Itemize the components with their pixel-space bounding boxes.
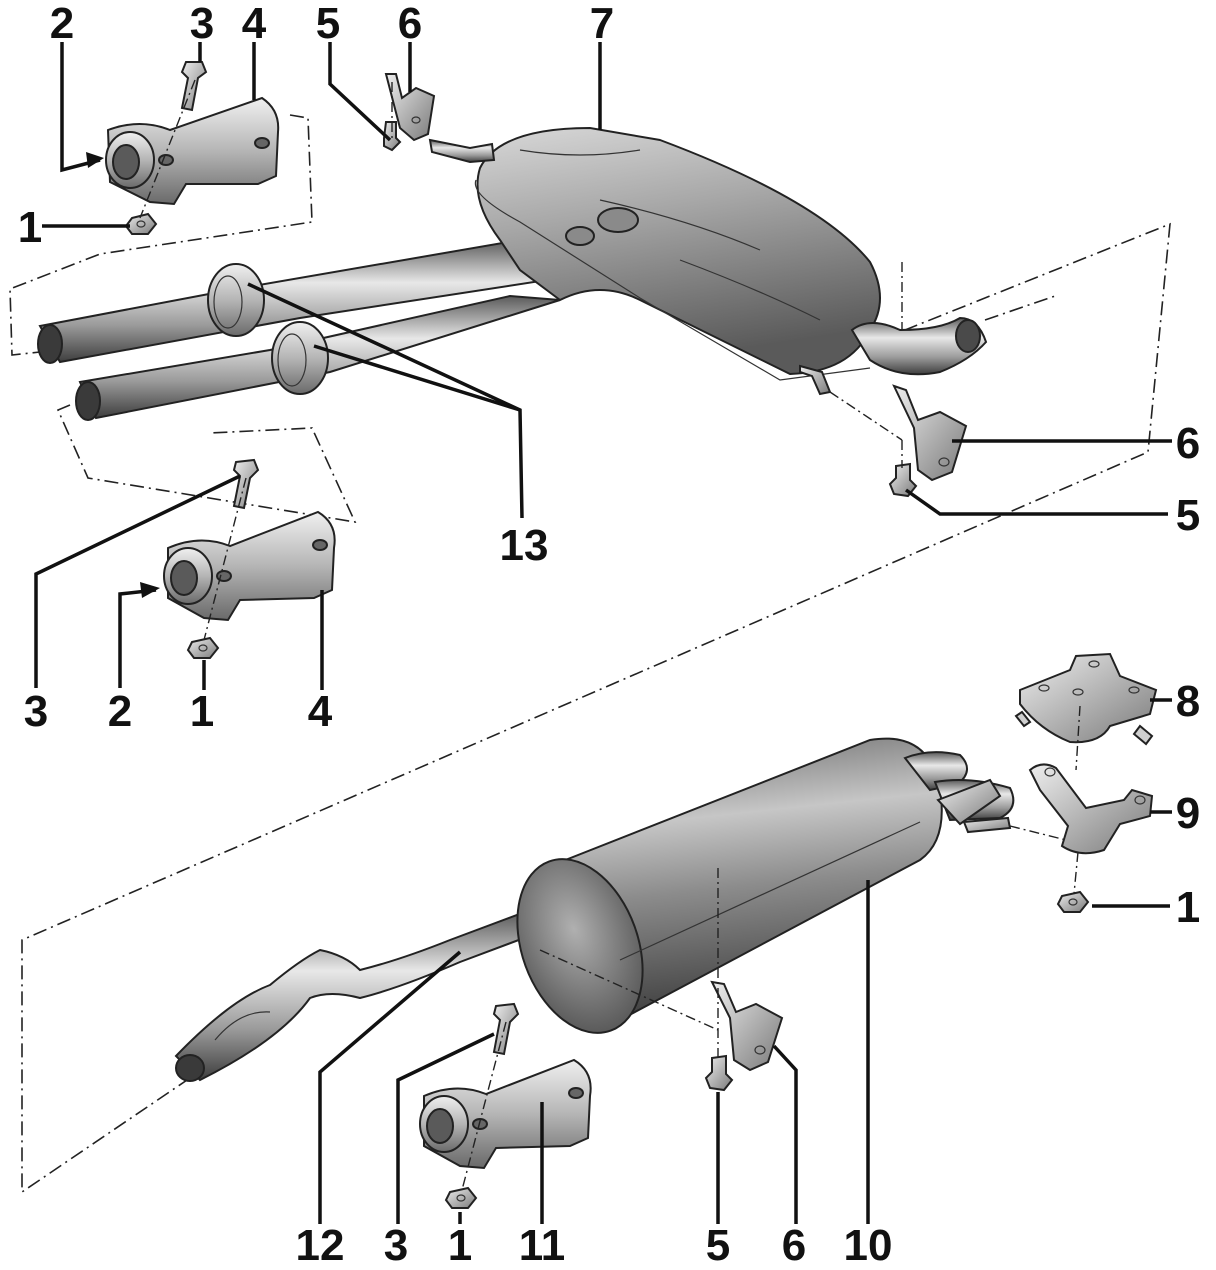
callout-6-bottom: 6: [782, 1221, 806, 1270]
callout-1-bottom: 1: [448, 1221, 472, 1270]
callout-4-middle: 4: [308, 687, 333, 736]
rubber-strap-hanger: [1028, 763, 1154, 855]
nut-middle-left: [186, 636, 220, 659]
leader-lines: [34, 42, 1172, 1224]
pipe-clamp-middle: [163, 510, 336, 622]
callout-1-middle: 1: [190, 687, 214, 736]
mounting-bracket: [1014, 652, 1158, 746]
callout-12: 12: [296, 1221, 345, 1270]
callout-9: 9: [1176, 789, 1200, 838]
bolt-middle-left: [232, 458, 260, 510]
front-silencer-assembly: [37, 126, 988, 421]
bolt-bottom-hanger: [704, 1054, 734, 1092]
callout-2-middle: 2: [108, 687, 132, 736]
hanger-right: [892, 384, 968, 482]
pipe-ring-upper: [207, 263, 265, 337]
callout-labels: 2 3 4 1 5 6 7 6 5 13 3 2 1 4 8 9 1 12 3 …: [18, 0, 1200, 1270]
callout-4-upper: 4: [242, 0, 267, 48]
callout-6-right: 6: [1176, 419, 1200, 468]
bolt-lower: [492, 1002, 520, 1056]
bolt-upper-left: [180, 61, 208, 112]
callout-5-right: 5: [1176, 491, 1200, 540]
hanger-top: [384, 73, 436, 142]
callout-7: 7: [590, 0, 614, 48]
callout-1-upper: 1: [18, 203, 42, 252]
callout-5-top: 5: [316, 0, 340, 48]
nut-lower: [444, 1186, 478, 1209]
callout-1-right: 1: [1176, 883, 1200, 932]
pipe-ring-lower: [271, 321, 329, 395]
callout-11: 11: [519, 1221, 566, 1270]
callout-2-upper: 2: [50, 0, 74, 48]
callout-10: 10: [844, 1221, 893, 1270]
hanger-bottom: [710, 980, 784, 1072]
nut-right: [1056, 890, 1090, 913]
callout-13: 13: [500, 521, 549, 570]
bolt-right-hanger: [888, 462, 918, 498]
callout-3-upper: 3: [190, 0, 214, 48]
pipe-clamp-upper: [105, 96, 280, 206]
rear-silencer-assembly: [174, 737, 1015, 1082]
callout-8: 8: [1176, 677, 1200, 726]
callout-3-middle: 3: [24, 687, 48, 736]
assembly-axes: [139, 79, 1081, 1191]
callout-6-top: 6: [398, 0, 422, 48]
callout-3-bottom: 3: [384, 1221, 408, 1270]
pipe-clamp-lower: [419, 1058, 592, 1170]
dash-dot-lines: [9, 114, 1171, 1194]
callout-5-bottom: 5: [706, 1221, 730, 1270]
